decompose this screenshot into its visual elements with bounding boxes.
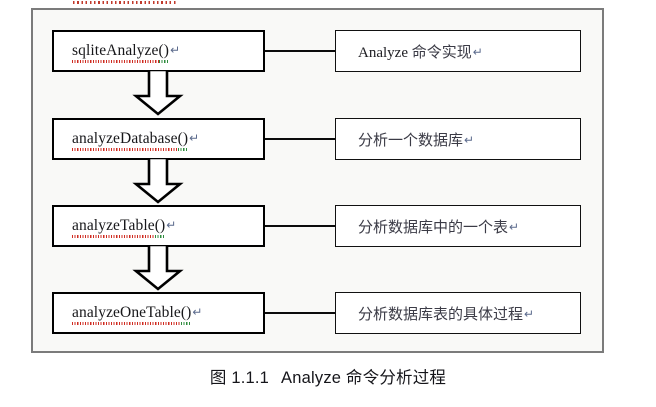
description-latin-text: Analyze [358, 44, 408, 61]
paragraph-mark-icon: ↵ [524, 306, 535, 321]
function-parens-text: () [158, 42, 170, 63]
function-name-text: analyzeTable [72, 217, 155, 238]
description-label: 分析数据库中的一个表↵ [358, 216, 519, 237]
function-parens-text: () [154, 217, 166, 238]
paragraph-mark-icon: ↵ [166, 218, 177, 232]
down-arrow-icon [132, 70, 184, 116]
figure-frame: sqliteAnalyze()↵ Analyze 命令实现↵ analyzeDa… [31, 8, 604, 353]
description-box[interactable]: Analyze 命令实现↵ [335, 30, 581, 72]
connector-line [265, 138, 335, 140]
down-arrow-icon [132, 245, 184, 291]
connector-line [265, 50, 335, 52]
flow-row: analyzeTable()↵ 分析数据库中的一个表↵ [33, 205, 602, 247]
figure-caption-text: Analyze 命令分析过程 [281, 369, 447, 387]
flow-row: sqliteAnalyze()↵ Analyze 命令实现↵ [33, 30, 602, 72]
connector-line [265, 225, 335, 227]
down-arrow-icon [132, 158, 184, 204]
function-label: analyzeTable()↵ [72, 217, 177, 238]
function-box[interactable]: analyzeDatabase()↵ [52, 118, 265, 160]
function-name-text: analyzeDatabase [72, 130, 178, 151]
figure-number: 图 1.1.1 [209, 369, 270, 387]
paragraph-mark-icon: ↵ [189, 131, 200, 145]
paragraph-mark-icon: ↵ [464, 132, 475, 147]
function-box[interactable]: sqliteAnalyze()↵ [52, 30, 265, 72]
description-cjk-text: 分析一个数据库 [358, 132, 464, 149]
function-parens-text: () [177, 130, 189, 151]
description-box[interactable]: 分析数据库中的一个表↵ [335, 205, 581, 247]
description-cjk-text: 分析数据库中的一个表 [358, 219, 509, 236]
connector-line [265, 312, 335, 314]
description-label: 分析一个数据库↵ [358, 129, 474, 150]
function-name-text: analyzeOneTable [72, 304, 181, 325]
flow-row: analyzeDatabase()↵ 分析一个数据库↵ [33, 118, 602, 160]
paragraph-mark-icon: ↵ [170, 43, 181, 57]
function-box[interactable]: analyzeTable()↵ [52, 205, 265, 247]
description-box[interactable]: 分析一个数据库↵ [335, 118, 581, 160]
description-label: 分析数据库表的具体过程↵ [358, 303, 534, 324]
description-cjk-text: 分析数据库表的具体过程 [358, 306, 524, 323]
function-label: analyzeDatabase()↵ [72, 130, 200, 151]
paragraph-mark-icon: ↵ [509, 219, 520, 234]
figure-caption: 图 1.1.1 Analyze 命令分析过程 [0, 364, 656, 388]
flow-row: analyzeOneTable()↵ 分析数据库表的具体过程↵ [33, 292, 602, 334]
function-parens-text: () [180, 304, 192, 325]
function-name-text: sqliteAnalyze [72, 42, 159, 63]
description-label: Analyze 命令实现↵ [358, 41, 483, 62]
function-box[interactable]: analyzeOneTable()↵ [52, 292, 265, 334]
description-box[interactable]: 分析数据库表的具体过程↵ [335, 292, 581, 334]
function-label: analyzeOneTable()↵ [72, 304, 203, 325]
spellcheck-squiggle-stray [73, 1, 176, 4]
paragraph-mark-icon: ↵ [472, 44, 483, 59]
paragraph-mark-icon: ↵ [192, 305, 203, 319]
description-cjk-text: 命令实现 [407, 44, 472, 61]
function-label: sqliteAnalyze()↵ [72, 42, 181, 63]
